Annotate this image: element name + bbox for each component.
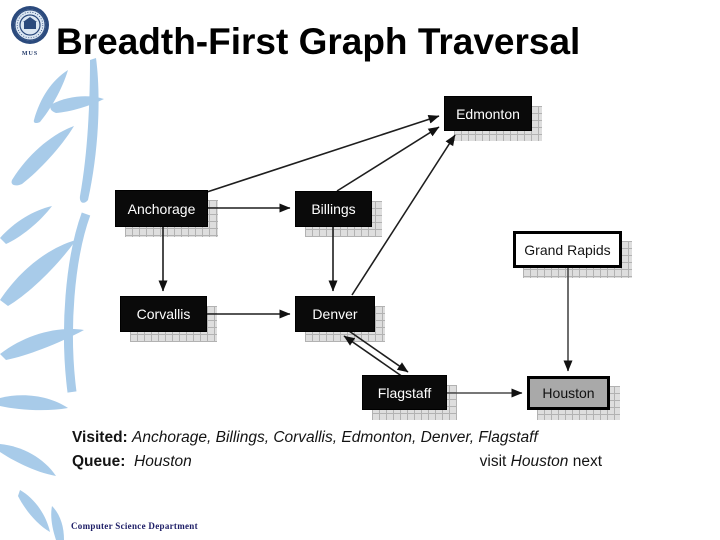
queue-group: Queue: Houston <box>72 453 192 471</box>
note-city: Houston <box>510 453 569 470</box>
edge-flagstaff-to-denver <box>343 335 404 378</box>
queue-label: Queue: <box>72 453 126 470</box>
logo-caption: MUS <box>21 51 39 57</box>
footer-department: Computer Science Department <box>71 521 198 531</box>
note-suffix: next <box>568 453 602 470</box>
note-prefix: visit <box>479 453 511 470</box>
left-decoration-swoosh <box>0 58 104 540</box>
visited-row: Visited: Anchorage, Billings, Corvallis,… <box>72 429 602 447</box>
queue-list: Houston <box>134 453 192 470</box>
university-seal-logo: MUS <box>8 5 52 57</box>
seal-icon <box>11 6 49 44</box>
queue-row: Queue: Houston visit Houston next <box>72 453 602 471</box>
edge-anchorage-to-edmonton <box>206 114 440 193</box>
visited-list: Anchorage, Billings, Corvallis, Edmonton… <box>132 429 538 446</box>
edge-denver-to-flagstaff <box>348 330 409 373</box>
traversal-status: Visited: Anchorage, Billings, Corvallis,… <box>72 429 602 471</box>
next-visit-note: visit Houston next <box>480 453 602 471</box>
visited-label: Visited: <box>72 429 128 446</box>
edge-denver-to-edmonton <box>351 134 456 296</box>
page-title: Breadth-First Graph Traversal <box>56 21 581 62</box>
edge-billings-to-edmonton <box>336 126 440 192</box>
